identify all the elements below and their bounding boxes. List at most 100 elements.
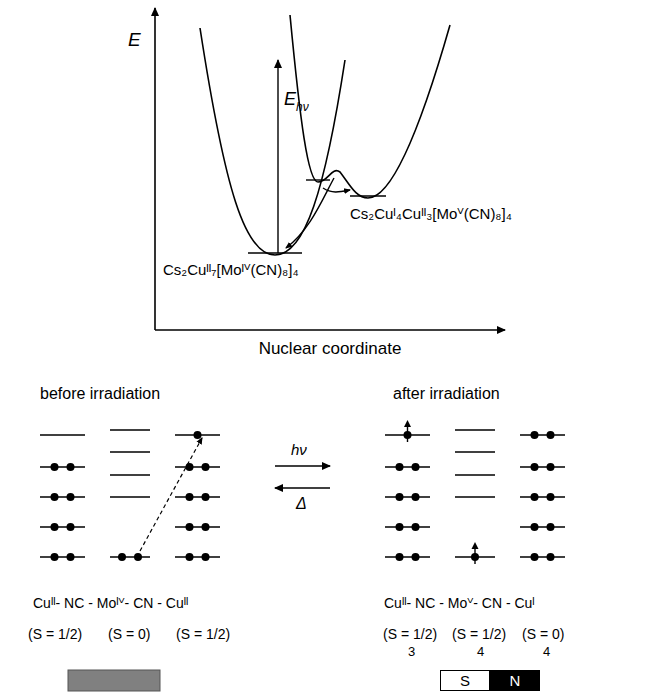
electron-dot: [202, 463, 210, 471]
orbital-line: [110, 451, 150, 452]
axis-title: Nuclear coordinate: [259, 340, 402, 359]
transfer-arrow: [140, 438, 202, 551]
spin-label: (S = 0): [522, 627, 564, 642]
state-heading: before irradiation: [40, 385, 160, 403]
orbital-line: [455, 451, 495, 452]
electron-dot: [194, 431, 202, 439]
axis-label: E: [128, 30, 141, 51]
spin-label: (S = 0): [108, 627, 150, 642]
orbital-line: [520, 466, 565, 467]
electron-dot: [202, 493, 210, 501]
back-arrow: [275, 487, 330, 488]
orbital-line: [40, 496, 85, 497]
electron-dot: [531, 553, 539, 561]
orbital-line: [175, 526, 220, 527]
footnote-number: 4: [543, 645, 550, 659]
level-line: [350, 195, 386, 196]
chain-label: Cuᴵᴵ- NC - Moⱽ- CN - Cuᴵ: [384, 596, 535, 611]
orbital-line: [385, 496, 430, 497]
orbital-line: [110, 556, 150, 557]
electron-dot: [202, 523, 210, 531]
orbital-line: [455, 496, 495, 497]
spin-label: (S = 1/2): [452, 627, 506, 642]
electron-dot: [67, 553, 75, 561]
spin-arrow-head: [404, 420, 411, 427]
electron-dot: [202, 553, 210, 561]
orbital-line: [385, 556, 430, 557]
pole-letter: N: [510, 673, 521, 688]
spin-label: (S = 1/2): [28, 627, 82, 642]
orbital-line: [110, 429, 150, 430]
orbital-line: [175, 466, 220, 467]
electron-dot: [412, 463, 420, 471]
nonmagnet-bar: [68, 670, 160, 691]
orbital-line: [520, 434, 565, 435]
electron-dot: [67, 523, 75, 531]
electron-dot: [396, 553, 404, 561]
electron-dot: [186, 523, 194, 531]
electron-dot: [51, 553, 59, 561]
electron-dot: [547, 553, 555, 561]
relax-arrow: [286, 178, 334, 248]
electron-dot: [412, 493, 420, 501]
orbital-line: [175, 496, 220, 497]
electron-dot: [531, 493, 539, 501]
electron-dot: [186, 463, 194, 471]
footnote-number: 4: [477, 645, 484, 659]
pole-letter: S: [460, 673, 470, 688]
electron-dot: [547, 463, 555, 471]
electron-dot: [51, 463, 59, 471]
electron-dot: [531, 523, 539, 531]
orbital-line: [455, 429, 495, 430]
ground-parabola: [200, 28, 345, 255]
coordinate-axis: [155, 329, 505, 331]
electron-dot: [186, 493, 194, 501]
orbital-levels: [40, 420, 565, 564]
electron-dot: [118, 553, 126, 561]
spin-label: (S = 1/2): [176, 627, 230, 642]
forward-arrow: [275, 465, 330, 466]
compound-label: Cs₂Cuᴵ₄Cuᴵᴵ₃[Moⱽ(CN)₈]₄: [350, 206, 512, 223]
electron-dot: [412, 553, 420, 561]
orbital-line: [520, 526, 565, 527]
electron-dot: [531, 463, 539, 471]
orbital-line: [40, 556, 85, 557]
orbital-line: [110, 496, 150, 497]
energy-subscript: hν: [296, 101, 309, 114]
electron-dot: [396, 523, 404, 531]
electron-dot: [134, 553, 142, 561]
electron-dot: [186, 553, 194, 561]
spin-arrow-head: [472, 542, 479, 549]
excited-parabola: [290, 15, 450, 198]
footnote-number: 3: [408, 645, 415, 659]
orbital-line: [520, 496, 565, 497]
compound-label: Cs₂Cuᴵᴵ₇[Moᴵⱽ(CN)₈]₄: [163, 262, 299, 279]
electron-dot: [547, 493, 555, 501]
orbital-line: [175, 556, 220, 557]
energy-axis: [154, 8, 156, 330]
electron-dot: [547, 523, 555, 531]
heat-label: Δ: [296, 495, 307, 513]
light-label: hν: [291, 442, 307, 459]
orbital-line: [385, 526, 430, 527]
magnet-north: N: [490, 670, 540, 691]
orbital-line: [40, 526, 85, 527]
state-heading: after irradiation: [393, 385, 500, 403]
electron-dot: [412, 523, 420, 531]
orbital-line: [40, 466, 85, 467]
electron-dot: [396, 463, 404, 471]
electron-dot: [51, 493, 59, 501]
electron-dot: [67, 493, 75, 501]
spin-label: (S = 1/2): [383, 627, 437, 642]
electron-dot: [547, 431, 555, 439]
excitation-arrow: [277, 60, 278, 253]
electron-dot: [51, 523, 59, 531]
orbital-line: [455, 474, 495, 475]
chain-label: Cuᴵᴵ- NC - Moᴵⱽ- CN - Cuᴵᴵ: [33, 596, 188, 611]
orbital-line: [385, 466, 430, 467]
electron-dot: [67, 463, 75, 471]
energy-label: E: [284, 90, 296, 110]
orbital-line: [520, 556, 565, 557]
orbital-line: [40, 434, 85, 435]
magnet-south: S: [440, 670, 490, 691]
